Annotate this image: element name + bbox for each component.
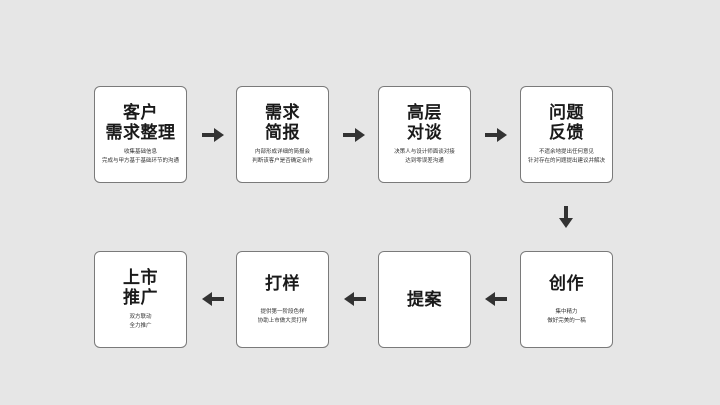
step-description: 不遗余地提出任何意见 针对存在的问题提出建议并解决	[527, 149, 605, 164]
step-card-launch: 上市 推广 双方联动 全力推广	[94, 251, 187, 348]
step-card-feedback: 问题 反馈 不遗余地提出任何意见 针对存在的问题提出建议并解决	[520, 86, 613, 183]
step-title: 高层 对谈	[407, 103, 442, 143]
step-title: 上市 推广	[123, 268, 158, 308]
arrow-right-icon	[485, 128, 507, 142]
step-description: 集中精力 做好完美的一稿	[547, 308, 586, 324]
step-title: 提案	[407, 289, 442, 310]
step-card-brief: 需求 简报 内部形成详细的简报会 判断该客户是否确定合作	[236, 86, 329, 183]
step-card-proposal: 提案	[378, 251, 471, 348]
step-card-sampling: 打样 提供第一阶段色样 协助上市做大货打样	[236, 251, 329, 348]
arrow-left-icon	[485, 292, 507, 306]
step-card-creation: 创作 集中精力 做好完美的一稿	[520, 251, 613, 348]
step-title: 创作	[549, 273, 584, 294]
step-description: 提供第一阶段色样 协助上市做大货打样	[257, 308, 308, 324]
step-description: 决策人与设计师面谈对接 达到零误差沟通	[394, 149, 455, 164]
arrow-right-icon	[202, 128, 224, 142]
step-card-client-needs: 客户 需求整理 收集基础信息 完成与甲方基于基础环节的沟通	[94, 86, 187, 183]
step-title: 客户 需求整理	[105, 103, 176, 143]
step-card-executive-talk: 高层 对谈 决策人与设计师面谈对接 达到零误差沟通	[378, 86, 471, 183]
step-description: 收集基础信息 完成与甲方基于基础环节的沟通	[101, 149, 179, 164]
arrow-down-icon	[559, 206, 573, 228]
step-description: 双方联动 全力推广	[129, 314, 152, 329]
step-description: 内部形成详细的简报会 判断该客户是否确定合作	[252, 149, 313, 164]
arrow-left-icon	[344, 292, 366, 306]
step-title: 打样	[265, 273, 300, 294]
step-title: 需求 简报	[265, 103, 300, 143]
step-title: 问题 反馈	[549, 103, 584, 143]
arrow-right-icon	[343, 128, 365, 142]
arrow-left-icon	[202, 292, 224, 306]
